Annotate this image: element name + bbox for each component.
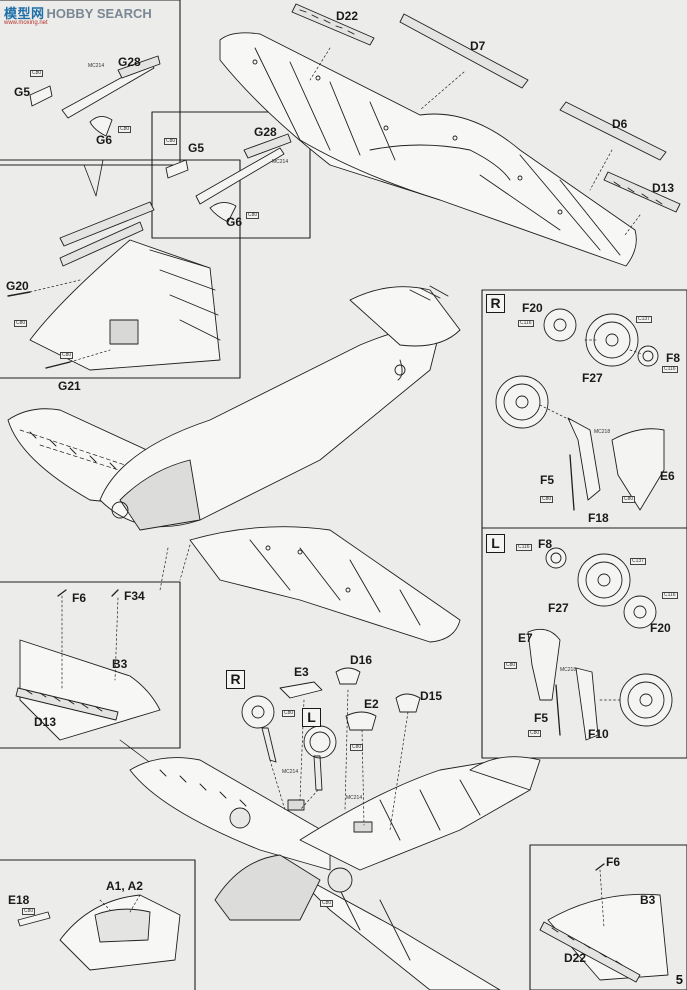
right-side-marker: R: [226, 670, 245, 689]
part-label: F34: [124, 589, 145, 603]
paint-code: C80: [282, 710, 296, 717]
paint-code: C80: [118, 126, 132, 133]
paint-code: C80: [30, 70, 44, 77]
part-label: E6: [660, 469, 675, 483]
part-label: E3: [294, 665, 309, 679]
nose-detail-diagram: [17, 894, 181, 971]
part-label: G5: [188, 141, 205, 155]
fuselage-gun-bay-diagram: [7, 201, 221, 371]
part-label: G6: [96, 133, 113, 147]
part-label: D15: [420, 689, 443, 703]
part-label: F6: [72, 591, 87, 605]
part-label: F10: [588, 727, 609, 741]
part-label: F8: [666, 351, 681, 365]
paint-code: MC214: [272, 159, 289, 165]
gun-top-diagram: [29, 55, 161, 137]
paint-code: C80: [540, 496, 554, 503]
part-label: D13: [652, 181, 675, 195]
part-label: D7: [470, 39, 486, 53]
lower-assembly-diagram: [129, 667, 541, 990]
main-aircraft-diagram: [7, 285, 461, 643]
paint-code: C80: [60, 352, 74, 359]
part-label: G6: [226, 215, 243, 229]
wing-right-detail-diagram: [539, 863, 669, 983]
gun-mid-diagram: [165, 133, 292, 223]
paint-code: C80: [320, 900, 334, 907]
paint-code: C80: [14, 320, 28, 327]
watermark-word: HOBBY SEARCH: [46, 6, 152, 21]
left-side-marker: L: [302, 708, 321, 727]
paint-code: C80: [22, 908, 36, 915]
part-label: G21: [58, 379, 81, 393]
part-label: F8: [538, 537, 553, 551]
wing-left-detail-diagram: [15, 589, 161, 771]
right-side-marker: R: [486, 294, 505, 313]
watermark-logo: 模型网: [4, 6, 45, 21]
part-label: E18: [8, 893, 30, 907]
paint-code: C137: [630, 558, 646, 565]
part-label: G28: [118, 55, 141, 69]
left-side-marker: L: [486, 534, 505, 553]
watermark-url: www.moxing.net: [4, 20, 48, 26]
paint-code: C137: [636, 316, 652, 323]
part-label: F27: [582, 371, 603, 385]
part-label: E2: [364, 697, 379, 711]
part-label: D13: [34, 715, 57, 729]
part-label: A1, A2: [106, 879, 143, 893]
part-label: F5: [540, 473, 555, 487]
part-label: D22: [564, 951, 587, 965]
part-label: F27: [548, 601, 569, 615]
upper-wing-diagram: [219, 3, 681, 267]
part-label: F6: [606, 855, 621, 869]
part-label: G5: [14, 85, 31, 99]
paint-code: C116: [662, 592, 678, 599]
part-label: G28: [254, 125, 277, 139]
part-label: D16: [350, 653, 373, 667]
paint-code: MC214: [88, 63, 105, 69]
right-gear-diagram: [495, 308, 665, 511]
part-label: D22: [336, 9, 359, 23]
paint-code: MC214: [282, 769, 299, 775]
part-label: F20: [522, 301, 543, 315]
paint-code: C80: [528, 730, 542, 737]
paint-code: C116: [518, 320, 534, 327]
page-number: 5: [675, 972, 683, 987]
part-label: B3: [112, 657, 128, 671]
part-label: D6: [612, 117, 628, 131]
part-label: F5: [534, 711, 549, 725]
part-label: B3: [640, 893, 656, 907]
part-label: G20: [6, 279, 29, 293]
paint-code: C80: [504, 662, 518, 669]
part-label: F18: [588, 511, 609, 525]
paint-code: C80: [246, 212, 260, 219]
left-gear-diagram: [527, 547, 673, 741]
paint-code: C80: [164, 138, 178, 145]
paint-code: C80: [622, 496, 636, 503]
paint-code: MC218: [560, 667, 577, 673]
part-label: E7: [518, 631, 533, 645]
part-label: F20: [650, 621, 671, 635]
paint-code: MC214: [346, 795, 363, 801]
paint-code: C116: [516, 544, 532, 551]
paint-code: C116: [662, 366, 678, 373]
paint-code: C80: [350, 744, 364, 751]
paint-code: MC218: [594, 429, 611, 435]
